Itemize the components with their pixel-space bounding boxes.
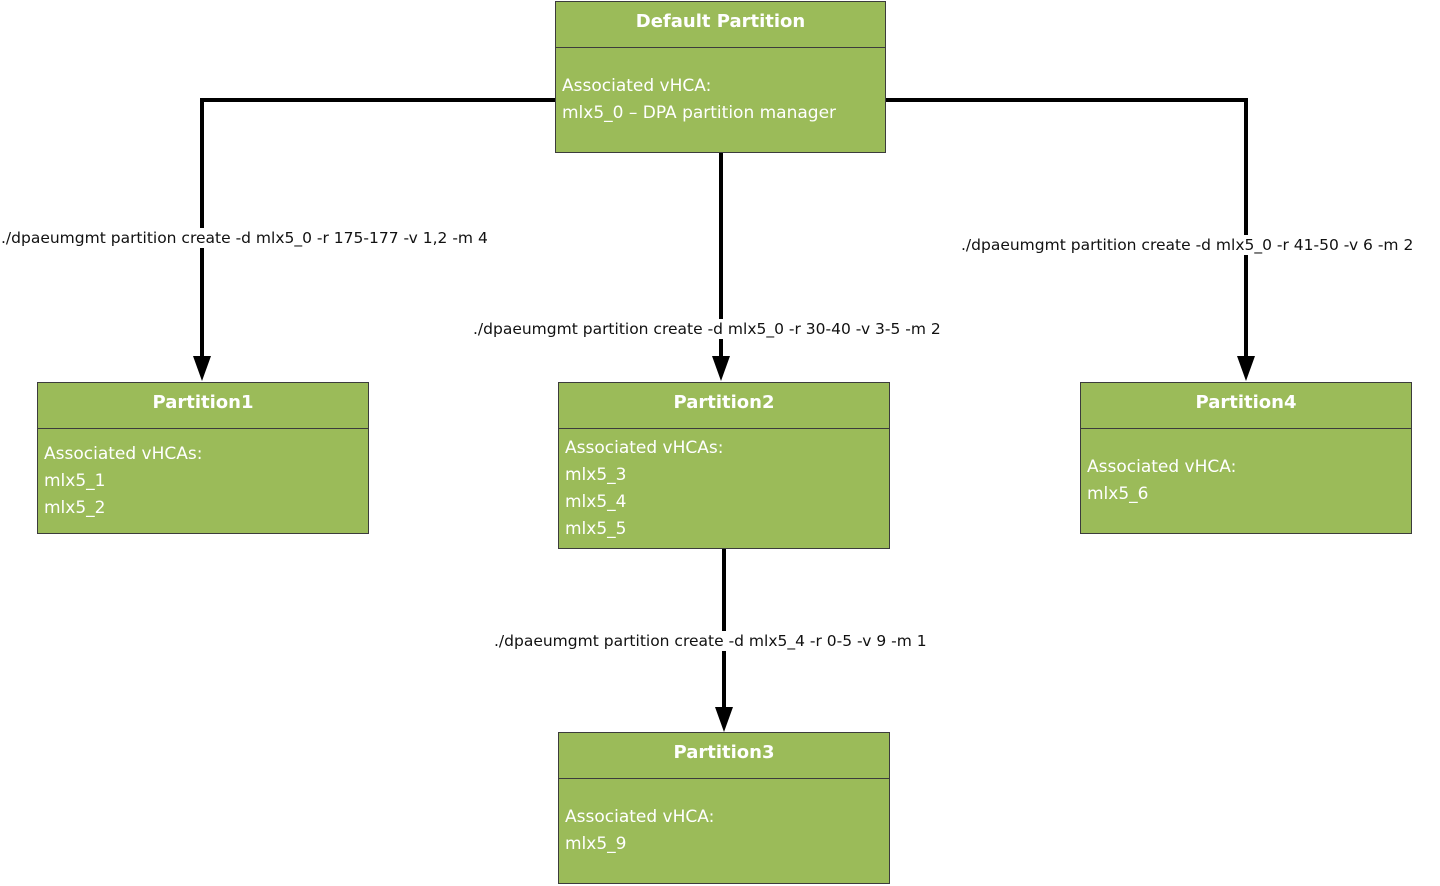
- partition2-box: Partition2 Associated vHCAs: mlx5_3 mlx5…: [558, 382, 890, 549]
- connector-default-to-partition1: [200, 98, 556, 360]
- command-label-partition2: ./dpaeumgmt partition create -d mlx5_0 -…: [472, 319, 942, 339]
- partition1-title: Partition1: [38, 383, 368, 429]
- default-partition-title: Default Partition: [556, 2, 885, 48]
- partition1-box: Partition1 Associated vHCAs: mlx5_1 mlx5…: [37, 382, 369, 534]
- partition4-line: mlx5_6: [1087, 484, 1149, 504]
- partition2-body: Associated vHCAs: mlx5_3 mlx5_4 mlx5_5: [559, 429, 889, 543]
- default-partition-body: Associated vHCA: mlx5_0 – DPA partition …: [556, 48, 885, 127]
- partition1-line: Associated vHCAs:: [44, 444, 203, 464]
- partition2-title: Partition2: [559, 383, 889, 429]
- partition1-line: mlx5_1: [44, 471, 106, 491]
- partition3-body: Associated vHCA: mlx5_9: [559, 779, 889, 858]
- command-label-partition3: ./dpaeumgmt partition create -d mlx5_4 -…: [493, 631, 928, 651]
- arrowhead-partition3: [715, 707, 733, 732]
- partition3-box: Partition3 Associated vHCA: mlx5_9: [558, 732, 890, 884]
- partition1-body: Associated vHCAs: mlx5_1 mlx5_2: [38, 429, 368, 522]
- command-label-partition1: ./dpaeumgmt partition create -d mlx5_0 -…: [0, 228, 489, 248]
- arrowhead-partition1: [193, 356, 211, 381]
- partition3-line: Associated vHCA:: [565, 807, 715, 827]
- partition4-box: Partition4 Associated vHCA: mlx5_6: [1080, 382, 1412, 534]
- default-partition-box: Default Partition Associated vHCA: mlx5_…: [555, 1, 886, 153]
- command-label-partition4: ./dpaeumgmt partition create -d mlx5_0 -…: [960, 235, 1415, 255]
- partition2-line: mlx5_5: [565, 519, 627, 539]
- partition3-title: Partition3: [559, 733, 889, 779]
- partition2-line: mlx5_4: [565, 492, 627, 512]
- partition2-line: Associated vHCAs:: [565, 438, 724, 458]
- partition1-line: mlx5_2: [44, 498, 106, 518]
- partition4-title: Partition4: [1081, 383, 1411, 429]
- partition3-line: mlx5_9: [565, 834, 627, 854]
- partition2-line: mlx5_3: [565, 465, 627, 485]
- connector-default-to-partition4: [886, 98, 1248, 360]
- default-partition-line: Associated vHCA:: [562, 76, 712, 96]
- default-partition-line: mlx5_0 – DPA partition manager: [562, 103, 837, 123]
- partition4-body: Associated vHCA: mlx5_6: [1081, 429, 1411, 508]
- arrowhead-partition4: [1237, 356, 1255, 381]
- arrowhead-partition2: [712, 356, 730, 381]
- partition4-line: Associated vHCA:: [1087, 457, 1237, 477]
